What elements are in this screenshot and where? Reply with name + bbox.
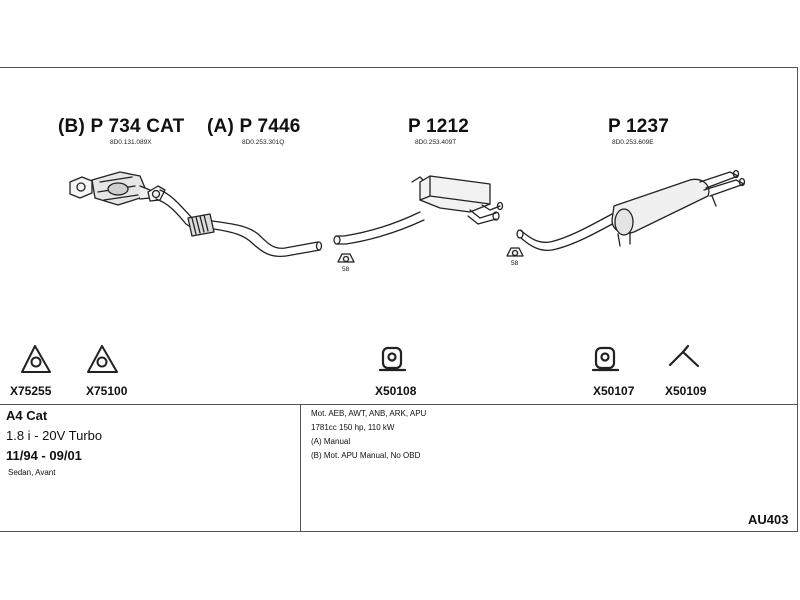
divider-horizontal bbox=[0, 404, 798, 405]
vehicle-engine: 1.8 i - 20V Turbo bbox=[6, 428, 103, 443]
hanger-58-right-icon[interactable] bbox=[506, 247, 524, 257]
accessory-label-x75100[interactable]: X75100 bbox=[86, 384, 128, 398]
accessory-label-x50108[interactable]: X50108 bbox=[375, 384, 417, 398]
rear-silencer-drawing[interactable] bbox=[516, 169, 746, 252]
hanger-x50109-icon[interactable] bbox=[668, 344, 700, 368]
diagram-code: AU403 bbox=[748, 512, 789, 527]
gasket-x75100-icon[interactable] bbox=[87, 345, 118, 373]
vehicle-years: 11/94 - 09/01 bbox=[6, 448, 82, 463]
accessory-label-x50107[interactable]: X50107 bbox=[593, 384, 635, 398]
part-label-catalyst[interactable]: (B) P 734 CAT bbox=[58, 116, 185, 137]
note-displacement: 1781cc 150 hp, 110 kW bbox=[311, 423, 395, 432]
diagram-frame bbox=[0, 67, 798, 532]
note-engines: Mot. AEB, AWT, ANB, ARK, APU bbox=[311, 409, 427, 418]
part-label-middle-silencer[interactable]: P 1212 bbox=[408, 116, 470, 137]
note-a-manual: (A) Manual bbox=[311, 437, 351, 446]
rubber-mount-x50108-icon[interactable] bbox=[378, 346, 407, 372]
vehicle-model: A4 Cat bbox=[6, 408, 48, 423]
part-code-catalyst: 8D0.131.089X bbox=[110, 139, 152, 146]
gasket-x75255-icon[interactable] bbox=[21, 345, 51, 373]
note-b-apu: (B) Mot. APU Manual, No OBD bbox=[311, 451, 421, 460]
divider-vertical bbox=[300, 404, 301, 532]
catalyst-drawing[interactable] bbox=[69, 171, 157, 206]
part-code-front-pipe: 8D0.253.301Q bbox=[242, 139, 285, 146]
hanger-ref-left: 58 bbox=[342, 266, 350, 273]
part-code-middle-silencer: 8D0.253.409T bbox=[415, 139, 457, 146]
hanger-58-left-icon[interactable] bbox=[337, 253, 355, 263]
part-label-rear-silencer[interactable]: P 1237 bbox=[608, 116, 670, 137]
hanger-ref-right: 58 bbox=[511, 260, 519, 267]
middle-silencer-drawing[interactable] bbox=[333, 175, 504, 245]
accessory-label-x75255[interactable]: X75255 bbox=[10, 384, 52, 398]
part-label-front-pipe[interactable]: (A) P 7446 bbox=[207, 116, 301, 137]
accessory-label-x50109[interactable]: X50109 bbox=[665, 384, 707, 398]
vehicle-body: Sedan, Avant bbox=[8, 468, 56, 477]
front-pipe-drawing[interactable] bbox=[147, 185, 323, 258]
rubber-mount-x50107-icon[interactable] bbox=[591, 346, 620, 372]
part-code-rear-silencer: 8D0.253.609E bbox=[612, 139, 654, 146]
